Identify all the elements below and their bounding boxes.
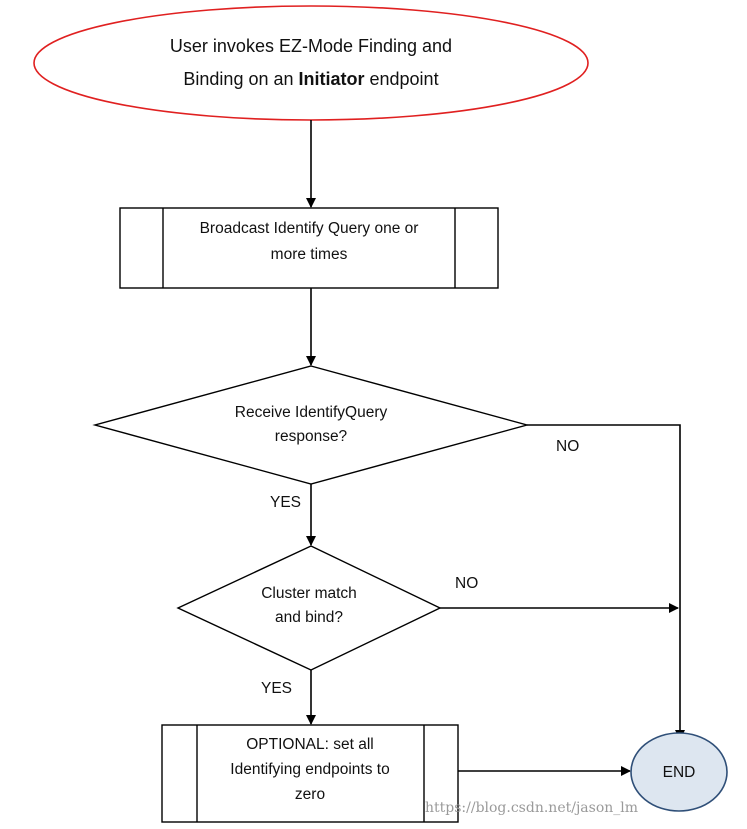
optional-text-line3: zero	[295, 786, 325, 803]
decision2-diamond: Cluster match and bind?	[176, 545, 442, 671]
end-node: END	[630, 732, 728, 812]
decision2-text-line1: Cluster match	[261, 585, 357, 602]
start-node: User invokes EZ-Mode Finding and Binding…	[33, 5, 589, 121]
decision2-text-line2: and bind?	[275, 609, 343, 626]
start-text-line2: Binding on an Initiator endpoint	[183, 69, 438, 89]
decision1-no-label: NO	[556, 438, 579, 455]
decision1-yes-label: YES	[270, 494, 301, 511]
arrow-decision1-no-to-end	[527, 424, 685, 740]
start-text-line1: User invokes EZ-Mode Finding and	[170, 36, 452, 56]
decision1-text-line2: response?	[275, 428, 348, 445]
broadcast-process-box: Broadcast Identify Query one or more tim…	[119, 207, 499, 289]
broadcast-text-line1: Broadcast Identify Query one or	[200, 220, 419, 237]
decision1-diamond: Receive IdentifyQuery response?	[92, 365, 530, 485]
broadcast-text-line2: more times	[271, 246, 348, 263]
decision2-no-label: NO	[455, 575, 478, 592]
optional-text-line1: OPTIONAL: set all	[246, 736, 373, 753]
optional-text-line2: Identifying endpoints to	[230, 761, 389, 778]
decision2-yes-label: YES	[261, 680, 292, 697]
end-label: END	[663, 764, 696, 781]
watermark-text: https://blog.csdn.net/jason_lm	[425, 800, 638, 816]
decision1-text-line1: Receive IdentifyQuery	[235, 404, 388, 421]
optional-process-box: OPTIONAL: set all Identifying endpoints …	[161, 724, 459, 823]
